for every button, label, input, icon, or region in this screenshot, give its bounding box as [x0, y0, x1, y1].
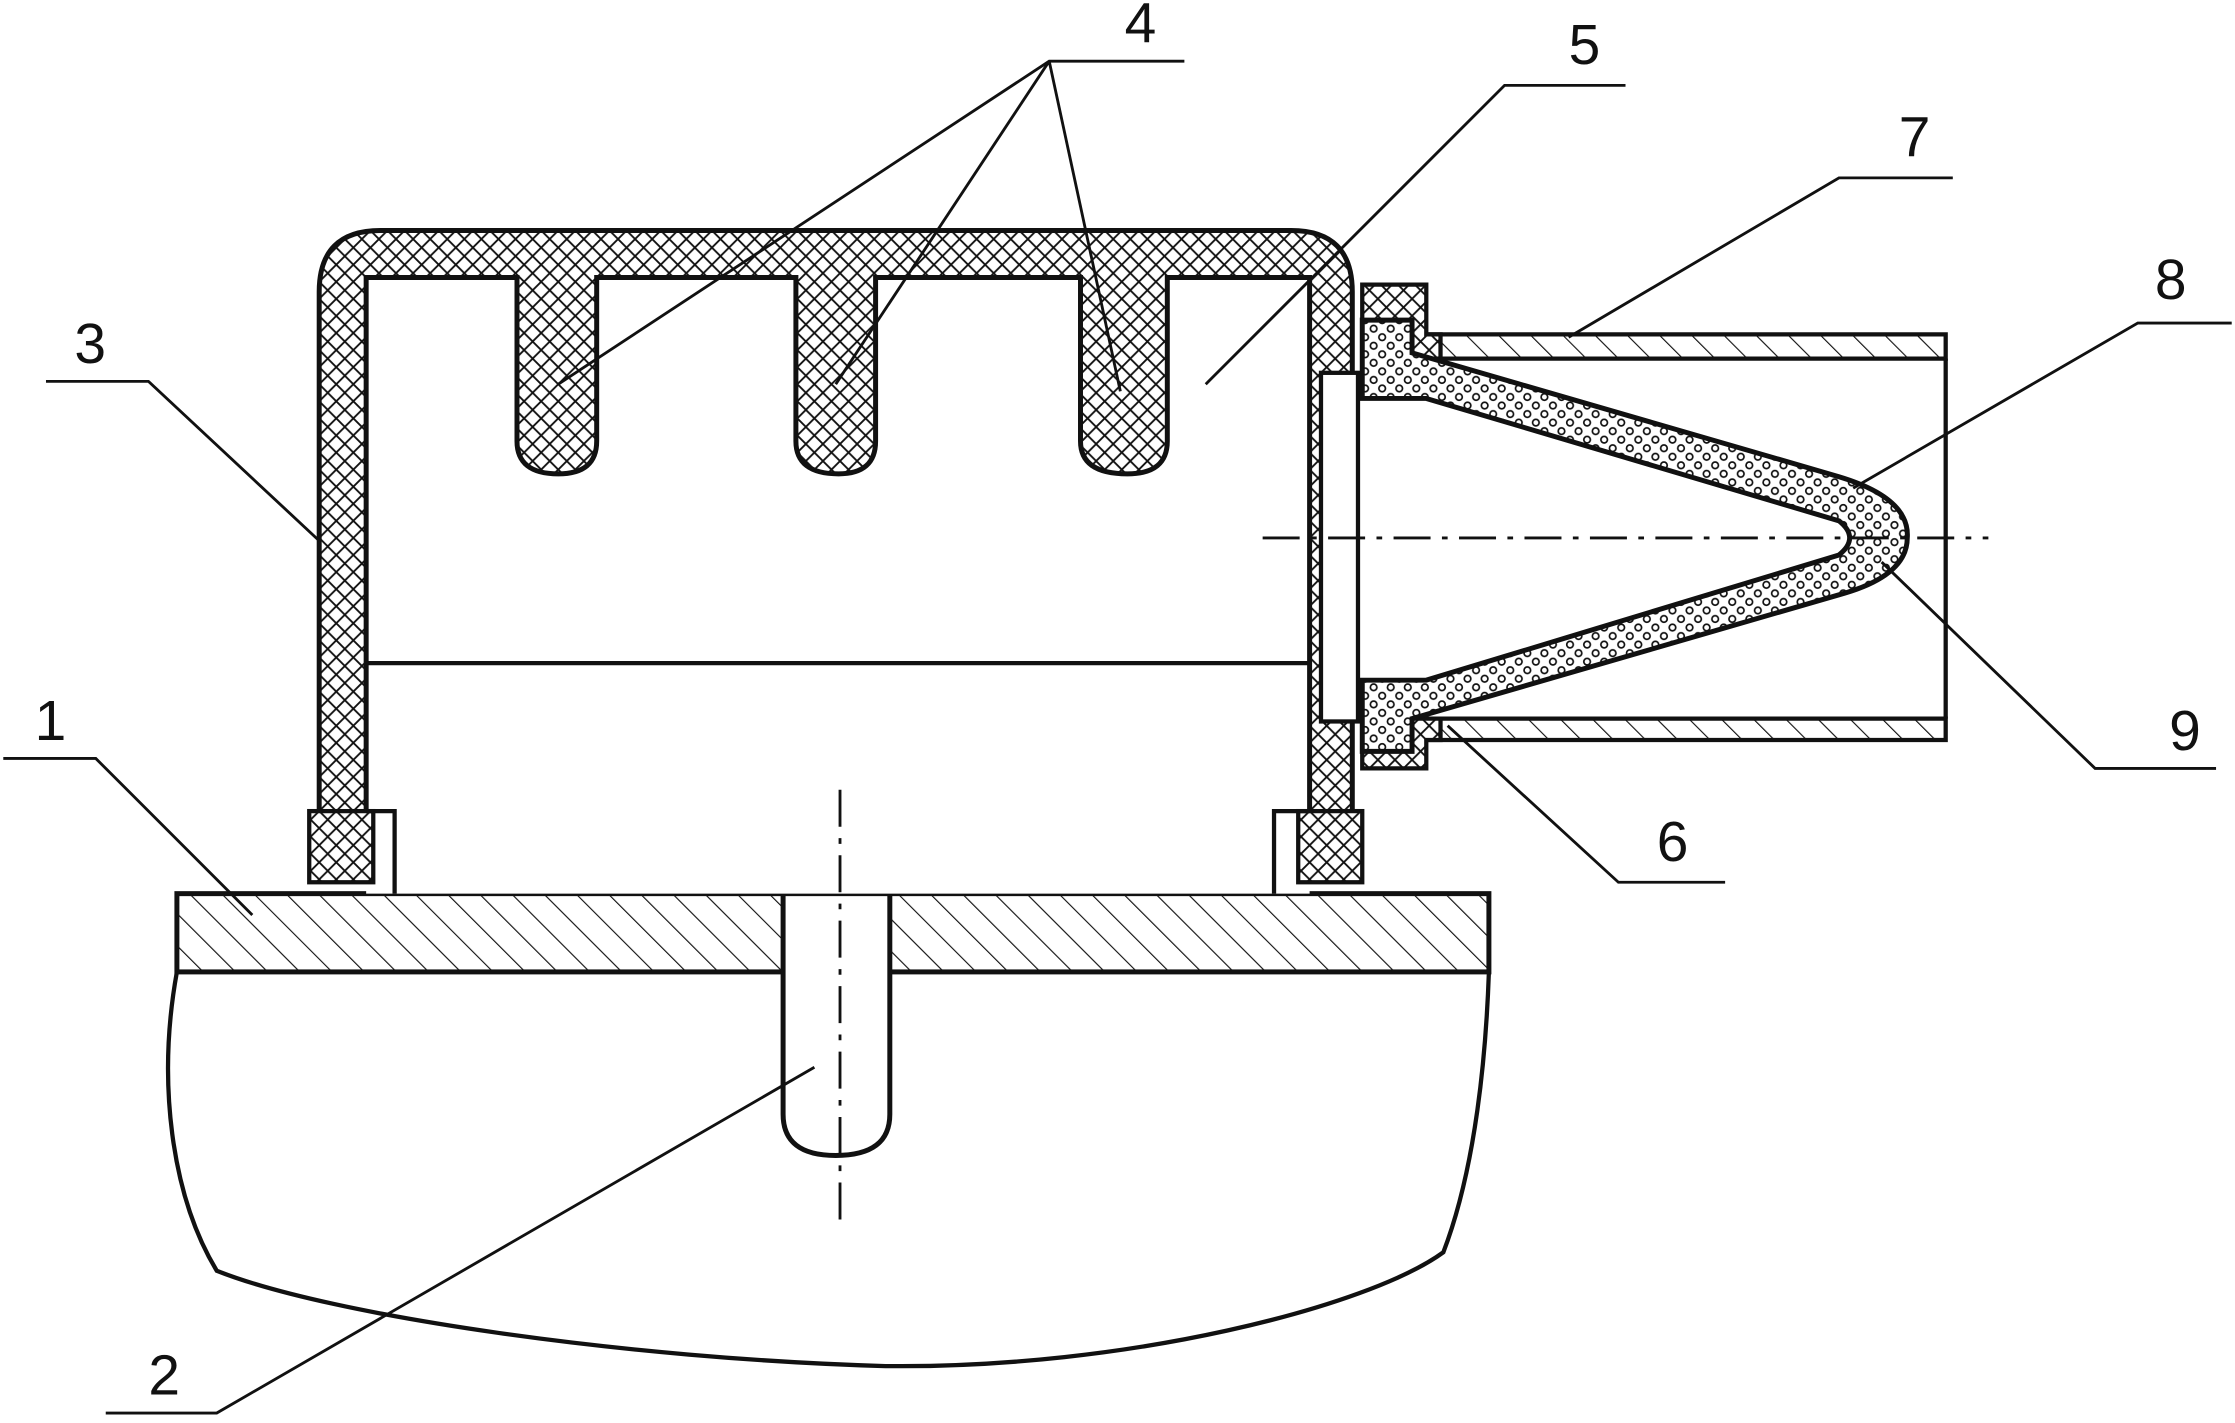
label-3: 3: [74, 312, 106, 376]
leader-3: [46, 381, 319, 540]
label-1: 1: [35, 689, 67, 753]
window-slot: [1321, 373, 1358, 722]
tube-bottom: [1426, 719, 1945, 740]
label-6: 6: [1657, 810, 1689, 874]
left-flange: [309, 811, 373, 882]
label-7: 7: [1899, 106, 1931, 170]
label-5: 5: [1569, 13, 1601, 77]
label-2: 2: [148, 1344, 180, 1408]
label-8: 8: [2155, 248, 2187, 312]
leader-7: [1569, 178, 1953, 337]
porous-cone: [1362, 320, 1907, 751]
label-9: 9: [2169, 699, 2201, 763]
leader-2: [106, 1067, 815, 1413]
label-4: 4: [1125, 0, 1157, 56]
central-post: [783, 894, 890, 1156]
tube-top: [1426, 334, 1945, 358]
right-flange: [1298, 811, 1362, 882]
